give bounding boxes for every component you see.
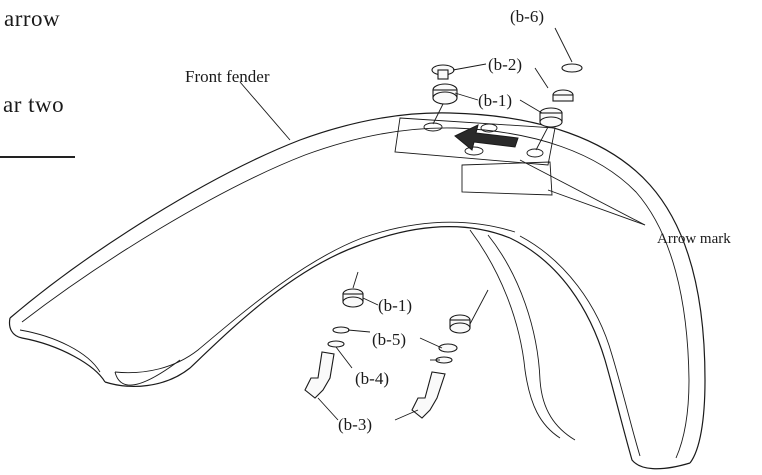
page-text-fragment-arrow: arrow [4,6,61,31]
arrow-mark-leader-2 [547,189,646,226]
page-text-fragment-ar-two: ar two [3,92,65,117]
front-fender-leader [239,81,291,141]
label-b6: (b-6) [510,7,544,26]
top-hardware [431,27,583,151]
label-b5: (b-5) [372,330,406,349]
label-b3: (b-3) [338,415,372,434]
label-b4: (b-4) [355,369,389,388]
label-arrow-mark: Arrow mark [657,231,731,247]
bottom-hardware [304,271,489,421]
front-fender [8,112,706,470]
label-b1-top: (b-1) [478,91,512,110]
label-b1-bottom: (b-1) [378,296,412,315]
arrow-mark-leader [519,159,646,226]
arrow-mark [454,124,519,151]
label-front-fender: Front fender [185,67,270,86]
section-divider [0,156,75,158]
label-b2: (b-2) [488,55,522,74]
